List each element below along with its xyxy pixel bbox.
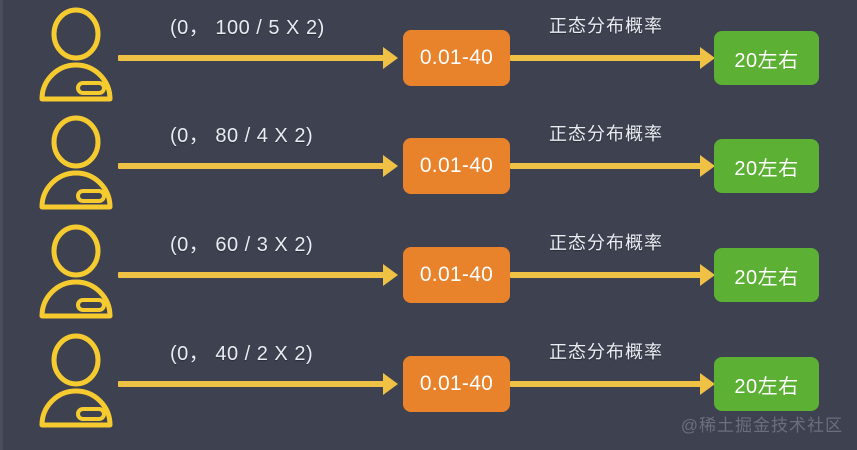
flow-row: (0， 60 / 3 X 2) 0.01-40 正态分布概率 20左右	[0, 217, 857, 327]
process-node[interactable]: 0.01-40	[403, 138, 510, 194]
arrow-head-icon	[700, 264, 715, 286]
output-node[interactable]: 20左右	[714, 248, 819, 302]
input-label: (0， 100 / 5 X 2)	[170, 17, 325, 39]
arrow-shaft	[510, 163, 701, 169]
arrow-input-to-process	[118, 264, 398, 286]
input-label: (0， 80 / 4 X 2)	[170, 125, 314, 147]
output-node[interactable]: 20左右	[714, 139, 819, 193]
arrow-shaft	[510, 381, 701, 387]
process-node[interactable]: 0.01-40	[403, 30, 510, 86]
arrow-shaft	[118, 381, 384, 387]
process-label: 正态分布概率	[549, 342, 663, 362]
arrow-shaft	[510, 272, 701, 278]
arrow-head-icon	[383, 264, 398, 286]
arrow-process-to-output	[510, 155, 715, 177]
arrow-shaft	[118, 55, 384, 61]
process-node[interactable]: 0.01-40	[403, 247, 510, 303]
arrow-shaft	[118, 163, 384, 169]
arrow-head-icon	[700, 47, 715, 69]
arrow-process-to-output	[510, 373, 715, 395]
arrow-head-icon	[383, 47, 398, 69]
person-icon	[34, 114, 120, 212]
process-label: 正态分布概率	[549, 124, 663, 144]
process-label: 正态分布概率	[549, 233, 663, 253]
input-label: (0， 60 / 3 X 2)	[170, 234, 314, 256]
flow-row: (0， 80 / 4 X 2) 0.01-40 正态分布概率 20左右	[0, 108, 857, 218]
arrow-input-to-process	[118, 373, 398, 395]
output-node[interactable]: 20左右	[714, 357, 819, 411]
arrow-input-to-process	[118, 155, 398, 177]
person-icon	[34, 6, 120, 104]
arrow-input-to-process	[118, 47, 398, 69]
arrow-process-to-output	[510, 47, 715, 69]
arrow-head-icon	[700, 373, 715, 395]
arrow-process-to-output	[510, 264, 715, 286]
process-label: 正态分布概率	[549, 16, 663, 36]
person-icon	[34, 332, 120, 430]
flow-row: (0， 100 / 5 X 2) 0.01-40 正态分布概率 20左右	[0, 0, 857, 110]
arrow-head-icon	[383, 373, 398, 395]
input-label: (0， 40 / 2 X 2)	[170, 343, 314, 365]
watermark: @稀土掘金技术社区	[680, 416, 843, 435]
arrow-head-icon	[700, 155, 715, 177]
left-edge-rail	[0, 0, 3, 450]
output-node[interactable]: 20左右	[714, 31, 819, 85]
arrow-shaft	[118, 272, 384, 278]
arrow-shaft	[510, 55, 701, 61]
flow-row: (0， 40 / 2 X 2) 0.01-40 正态分布概率 20左右	[0, 326, 857, 436]
person-icon	[34, 223, 120, 321]
arrow-head-icon	[383, 155, 398, 177]
process-node[interactable]: 0.01-40	[403, 356, 510, 412]
